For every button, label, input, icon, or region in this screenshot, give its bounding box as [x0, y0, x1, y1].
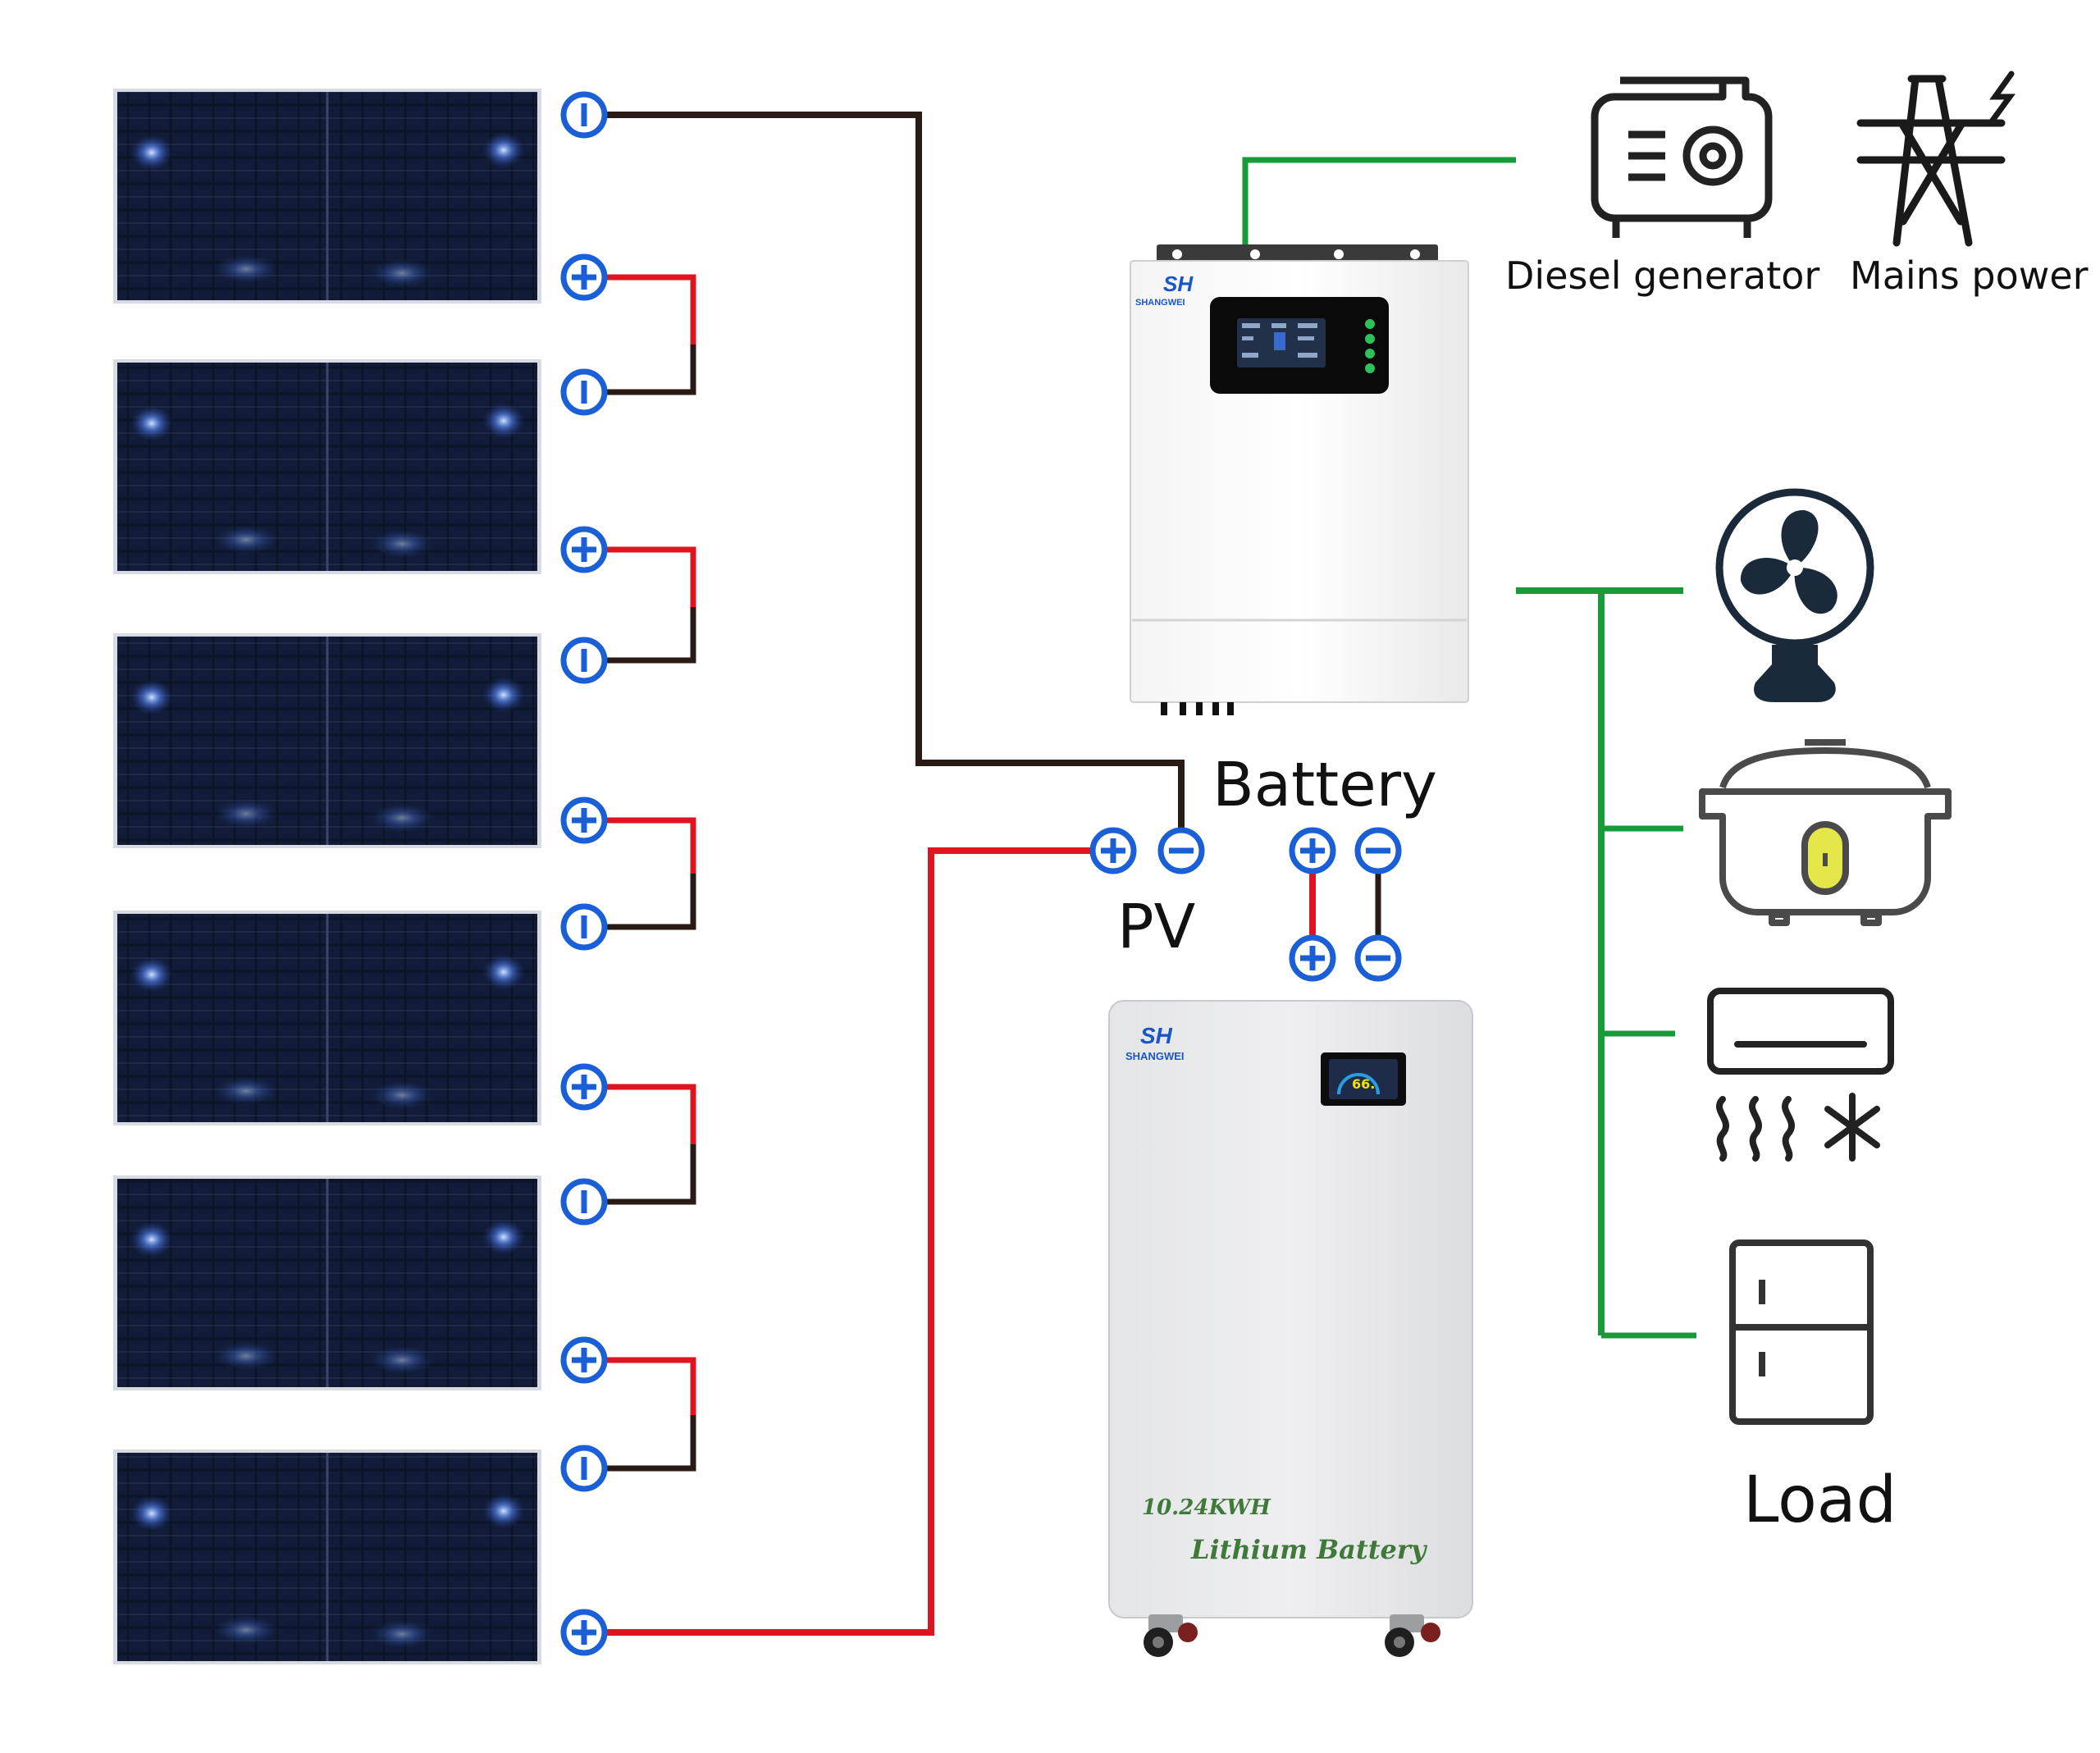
positive-terminal-icon	[560, 526, 608, 573]
solar-panel	[113, 359, 541, 574]
fan-icon	[1715, 488, 1874, 702]
refrigerator-icon	[1729, 1239, 1874, 1425]
rice-cooker-icon	[1699, 739, 1952, 926]
battery-soc-value: 66.	[1352, 1076, 1375, 1092]
solar-panel	[113, 1176, 541, 1390]
battery-positive-terminal-icon	[1289, 827, 1336, 874]
negative-terminal-icon	[560, 903, 608, 951]
solar-panel	[113, 89, 541, 304]
air-conditioner-icon	[1707, 988, 1894, 1162]
solar-panel-array	[113, 89, 541, 1664]
battery-unit-negative-terminal-icon	[1354, 934, 1402, 982]
battery-logo: SH	[1140, 1023, 1173, 1048]
battery-capacity: 10.24KWH	[1142, 1495, 1271, 1520]
battery-brand-name: SHANGWEI	[1125, 1050, 1185, 1062]
panel-terminals	[560, 91, 608, 1656]
wiring	[603, 112, 1696, 1636]
load-label: Load	[1743, 1463, 1897, 1537]
diesel-generator-label: Diesel generator	[1505, 253, 1819, 298]
hybrid-inverter: SH SHANGWEI	[1130, 244, 1469, 715]
series-jumper-2	[603, 546, 696, 664]
positive-terminal-icon	[560, 797, 608, 844]
inverter-indicator-lights	[1365, 319, 1375, 373]
negative-terminal-icon	[560, 368, 608, 416]
positive-terminal-icon	[560, 253, 608, 301]
battery-label: Battery	[1212, 750, 1437, 820]
series-jumper-4	[603, 1084, 696, 1205]
solar-panel	[113, 633, 541, 848]
series-jumper-1	[603, 274, 696, 395]
series-jumper-5	[603, 1357, 696, 1472]
positive-terminal-icon	[560, 1609, 608, 1656]
inverter-brand-name: SHANGWEI	[1135, 298, 1185, 308]
ac-input-wire	[1242, 157, 1516, 246]
solar-panel	[113, 911, 541, 1125]
solar-panel	[113, 1449, 541, 1664]
negative-terminal-icon	[560, 1445, 608, 1492]
negative-terminal-icon	[560, 91, 608, 139]
pv-positive-wire	[603, 847, 1091, 1636]
inverter-terminals	[1089, 827, 1402, 982]
pv-negative-terminal-icon	[1157, 827, 1205, 874]
mains-power-label: Mains power	[1850, 253, 2089, 298]
pv-label: PV	[1117, 892, 1196, 962]
pv-negative-wire	[603, 112, 1185, 829]
negative-terminal-icon	[560, 637, 608, 684]
battery-negative-terminal-icon	[1354, 827, 1402, 874]
negative-terminal-icon	[560, 1178, 608, 1226]
battery-wheels	[1144, 1614, 1440, 1657]
positive-terminal-icon	[560, 1336, 608, 1384]
positive-terminal-icon	[560, 1063, 608, 1111]
lithium-battery-cabinet: SH SHANGWEI 66. 10.24KWH Lithium Battery	[1108, 1000, 1473, 1657]
battery-unit-positive-terminal-icon	[1289, 934, 1336, 982]
inverter-logo: SH	[1163, 272, 1194, 296]
diesel-generator-icon	[1591, 76, 1773, 238]
battery-type-label: Lithium Battery	[1190, 1534, 1428, 1565]
series-jumper-3	[603, 817, 696, 930]
pv-positive-terminal-icon	[1089, 827, 1137, 874]
power-pylon-icon	[1856, 71, 2016, 247]
